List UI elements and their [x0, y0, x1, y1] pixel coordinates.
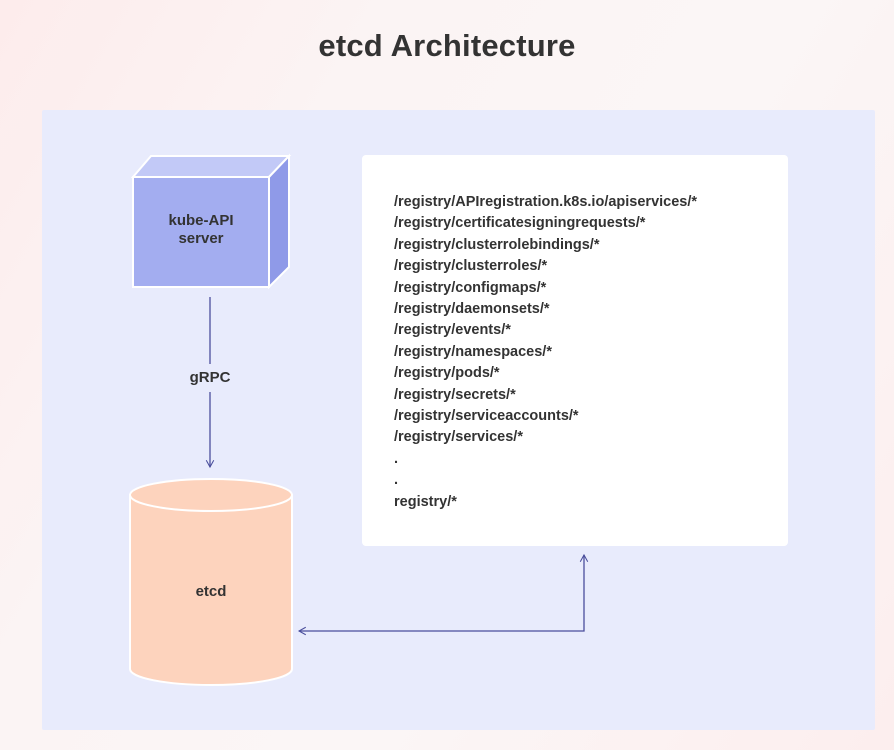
registry-key-box: /registry/APIregistration.k8s.io/apiserv…	[362, 155, 788, 546]
registry-connector-arrow	[297, 553, 589, 636]
registry-key-item: /registry/secrets/*	[394, 386, 516, 403]
grpc-label: gRPC	[189, 369, 231, 386]
page-title: etcd Architecture	[318, 28, 576, 63]
registry-key-item: /registry/APIregistration.k8s.io/apiserv…	[394, 194, 698, 210]
registry-key-item: /registry/certificatesigningrequests/*	[394, 215, 646, 232]
kube-api-server-label-line1: kube-API	[168, 212, 234, 229]
etcd-label: etcd	[195, 583, 227, 600]
cylinder-body	[129, 494, 293, 686]
cube-front-face	[132, 176, 270, 288]
kube-api-server-label: kube-API server	[133, 212, 269, 248]
registry-key-item: registry/*	[394, 493, 457, 510]
cube-top-face	[130, 155, 292, 178]
registry-key-item: /registry/services/*	[394, 429, 523, 446]
registry-key-item: /registry/pods/*	[394, 365, 500, 382]
registry-key-item: /registry/serviceaccounts/*	[394, 408, 579, 425]
registry-key-item: /registry/events/*	[394, 322, 511, 339]
cylinder-top	[129, 478, 293, 512]
registry-key-item: /registry/clusterrolebindings/*	[394, 236, 600, 253]
registry-key-item: /registry/configmaps/*	[394, 279, 547, 296]
registry-key-item: /registry/daemonsets/*	[394, 301, 550, 318]
registry-key-item: /registry/clusterroles/*	[394, 258, 548, 275]
registry-key-item: .	[394, 450, 399, 467]
registry-key-list: /registry/APIregistration.k8s.io/apiserv…	[394, 192, 697, 513]
kube-api-server-node	[130, 153, 292, 290]
kube-api-server-label-line2: server	[178, 230, 224, 247]
cube-side-face	[268, 153, 290, 290]
registry-key-item: .	[394, 472, 399, 489]
registry-key-item: /registry/namespaces/*	[394, 343, 552, 360]
etcd-node	[129, 478, 293, 686]
